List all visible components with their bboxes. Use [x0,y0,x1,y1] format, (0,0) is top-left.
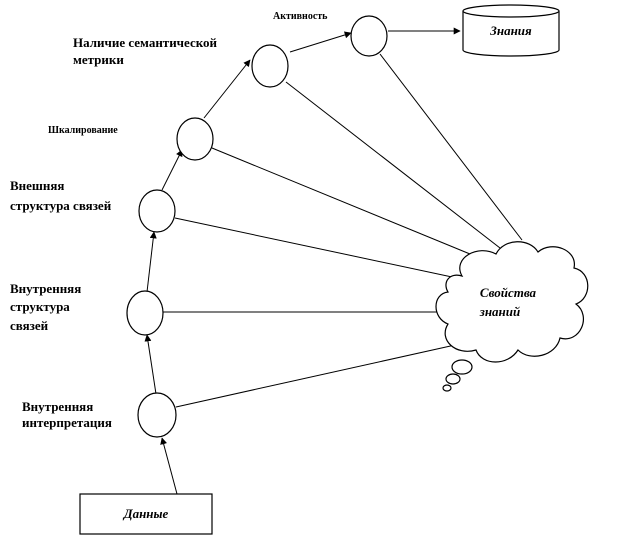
arrow-node3-to-node4 [161,149,183,191]
cloud-label-line1: Свойства [480,285,537,300]
node-scaling [176,117,214,161]
cloud-label-line2: знаний [479,304,520,319]
data-box-label: Данные [123,506,169,521]
knowledge-properties-cloud [435,241,589,392]
label-internal-structure-line1: Внутренняя [10,281,81,296]
label-external-structure-line2: структура связей [10,198,112,213]
knowledge-database [462,4,560,57]
arrow-node1-to-node2 [144,334,157,395]
line-cloud-to-node1 [175,344,456,408]
line-cloud-to-node5 [285,81,501,249]
node-internal-interpretation [137,392,177,438]
label-activity: Активность [273,11,328,22]
line-cloud-to-node6 [379,53,523,241]
arrow-chain [144,27,461,495]
cloud-connector-lines [163,53,523,408]
line-cloud-to-node3 [174,217,453,278]
label-external-structure-line1: Внешняя [10,178,64,193]
label-scaling: Шкалирование [48,125,118,136]
arrow-node5-to-node6 [289,31,352,53]
label-semantic-metric-line1: Наличие семантической [73,35,218,50]
label-internal-interpretation-line2: интерпретация [22,415,112,430]
knowledge-db-label: Знания [489,23,532,38]
node-external-structure [138,189,176,233]
arrow-node2-to-node3 [146,231,157,293]
node-semantic-metric [251,44,289,88]
label-semantic-metric-line2: метрики [73,52,124,67]
label-internal-structure-line2: структура [10,299,70,314]
line-cloud-to-node4 [211,147,471,255]
label-internal-interpretation-line1: Внутренняя [22,399,93,414]
label-internal-structure-line3: связей [10,318,49,333]
node-activity [350,15,388,57]
data-box [79,493,213,535]
node-internal-structure [126,290,164,336]
arrow-node4-to-node5 [203,59,251,119]
arrow-data-to-node1 [160,437,178,495]
